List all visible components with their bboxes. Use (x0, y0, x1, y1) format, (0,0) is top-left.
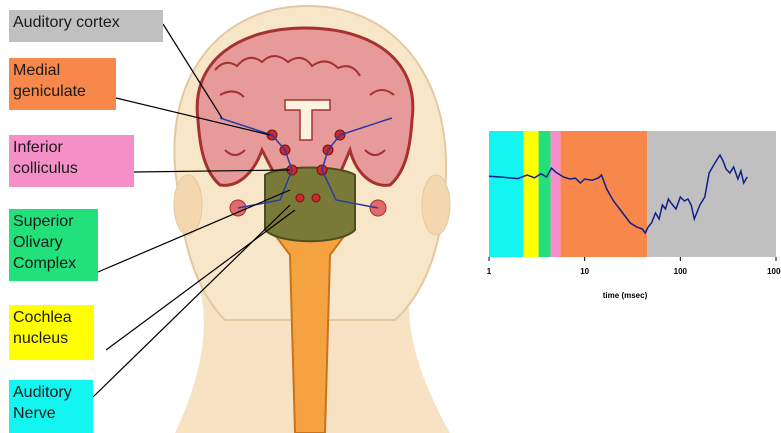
label-medial-geniculate: Medial geniculate (9, 58, 116, 110)
label-cochlea-nucleus: Cochlea nucleus (9, 305, 94, 360)
label-superior-olivary-complex: Superior Olivary Complex (9, 209, 98, 281)
chart-band-4 (561, 131, 648, 257)
chart-band-2 (539, 131, 551, 257)
brainstem-pons (265, 168, 355, 242)
chart-x-ticks: 1 10 100 1000 (487, 257, 781, 276)
chart-band-3 (551, 131, 561, 257)
label-inferior-colliculus: Inferior colliculus (9, 135, 134, 187)
x-tick-label: 100 (674, 267, 688, 276)
x-tick-label: 1 (487, 267, 492, 276)
chart-bands (489, 131, 776, 257)
chart-band-1 (524, 131, 539, 257)
chart-band-0 (489, 131, 524, 257)
right-ear (422, 175, 450, 235)
x-axis-title: time (msec) (603, 291, 648, 300)
chart-band-5 (647, 131, 776, 257)
label-auditory-cortex: Auditory cortex (9, 10, 163, 42)
left-ear (174, 175, 202, 235)
latency-chart: 1 10 100 1000 time (msec) (470, 118, 781, 308)
x-tick-label: 1000 (767, 267, 781, 276)
label-auditory-nerve: Auditory Nerve (9, 380, 93, 433)
x-tick-label: 10 (580, 267, 589, 276)
